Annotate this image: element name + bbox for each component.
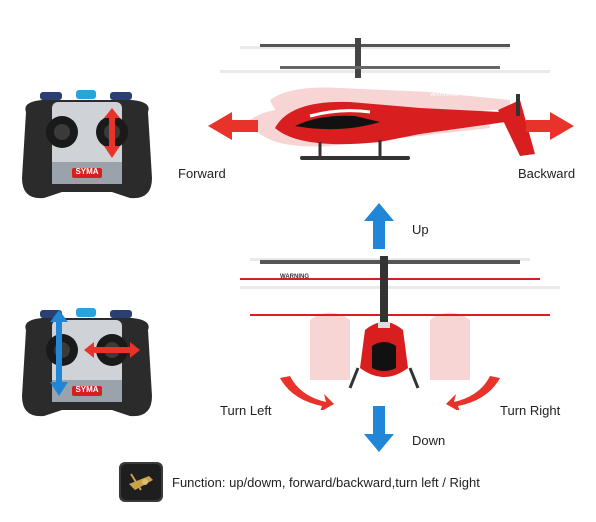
label-backward: Backward bbox=[518, 166, 576, 181]
up-arrow bbox=[364, 203, 394, 249]
remote-brand-label: SYMA bbox=[75, 385, 99, 394]
tail-warning-text: WARNING bbox=[430, 92, 459, 98]
down-arrow bbox=[364, 406, 394, 452]
remote-controller-top: SYMA bbox=[12, 88, 162, 203]
label-down: Down bbox=[412, 433, 446, 448]
function-icon bbox=[119, 462, 163, 502]
blade-warning-text: WARNING bbox=[280, 274, 309, 280]
helicopter-side-view: WARNING bbox=[180, 30, 590, 180]
label-turn-right: Turn Right bbox=[500, 403, 561, 418]
helicopter-front-view: WARNING bbox=[200, 250, 580, 410]
remote-brand-label: SYMA bbox=[75, 167, 99, 176]
remote-controller-bottom: SYMA bbox=[12, 306, 162, 421]
function-description: Function: up/dowm, forward/backward,turn… bbox=[172, 475, 480, 490]
label-up: Up bbox=[412, 222, 429, 237]
label-turn-left: Turn Left bbox=[220, 403, 272, 418]
label-forward: Forward bbox=[178, 166, 226, 181]
